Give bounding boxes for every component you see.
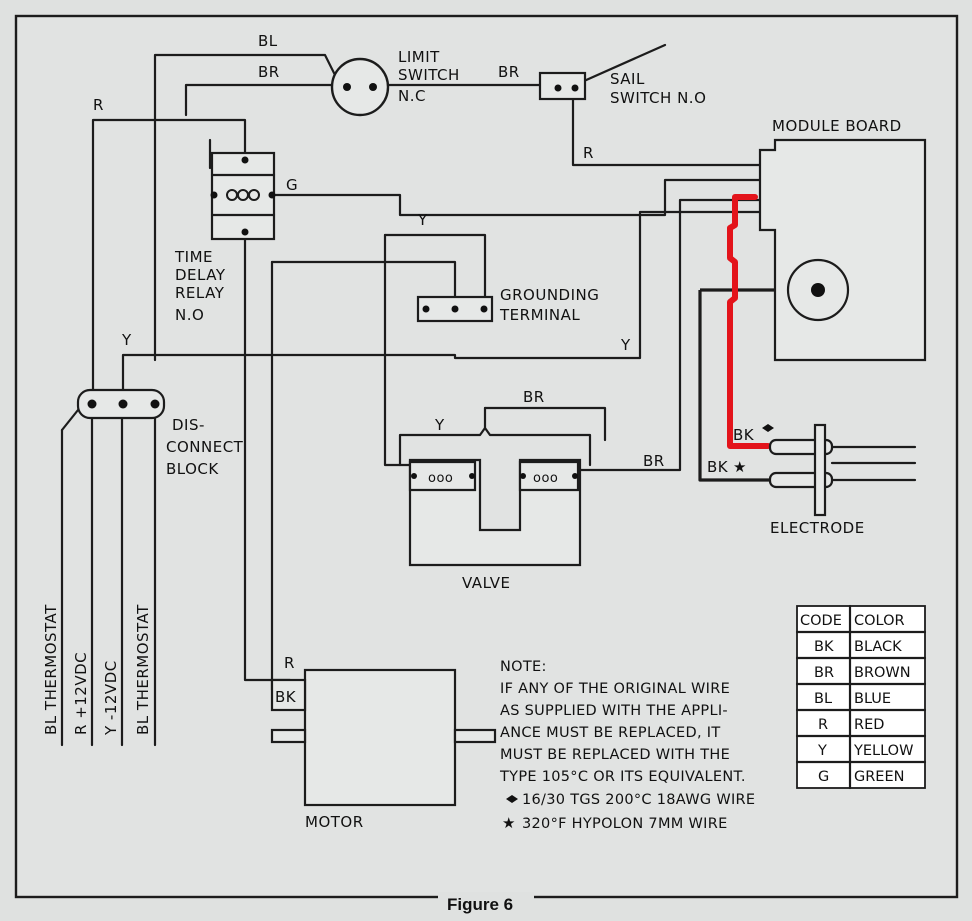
wire-label-y-ground: Y (417, 211, 428, 229)
electrode (768, 423, 917, 517)
lead-label-bl-thermostat-1: BL THERMOSTAT (42, 604, 60, 735)
note-line-2: IF ANY OF THE ORIGINAL WIRE (500, 681, 730, 697)
figure-caption: Figure 6 (447, 895, 513, 914)
caption-background (438, 892, 534, 914)
limit-switch-label-2: SWITCH (398, 66, 460, 84)
diamond-icon (762, 424, 774, 432)
relay-label-2: DELAY (175, 266, 226, 284)
wire-label-bk-diamond: BK (733, 426, 755, 444)
wire-label-motor-bk: BK (275, 688, 297, 706)
wire-label-y-left: Y (121, 331, 132, 349)
disconnect-label-1: DIS- (172, 416, 205, 434)
wire-label-y-main: Y (620, 336, 631, 354)
disconnect-label-3: BLOCK (166, 460, 219, 478)
note-diamond-icon (506, 795, 518, 803)
sail-switch-label-1: SAIL (610, 70, 645, 88)
table-header-color: COLOR (854, 613, 905, 629)
lead-label-y-12vdc: Y -12VDC (102, 660, 120, 736)
limit-switch-label-1: LIMIT (398, 48, 440, 66)
module-board-label: MODULE BOARD (772, 117, 902, 135)
table-code-cell: BK (814, 639, 834, 655)
note-star-spec: 320°F HYPOLON 7MM WIRE (522, 816, 728, 832)
relay-label-4: N.O (175, 306, 204, 324)
sail-switch-label-2: SWITCH N.O (610, 89, 706, 107)
wire-label-br-valve-top: BR (523, 388, 545, 406)
table-color-cell: BLACK (854, 639, 902, 655)
relay-label-1: TIME (174, 248, 213, 266)
wire-label-bl-top: BL (258, 32, 278, 50)
table-color-cell: YELLOW (853, 743, 913, 759)
wire-label-y-valve: Y (434, 416, 445, 434)
grounding-terminal (416, 295, 494, 323)
star-icon: ★ (733, 458, 746, 476)
valve-label: VALVE (462, 574, 511, 592)
sail-switch (538, 71, 587, 101)
svg-text:ooo: ooo (428, 471, 453, 486)
limit-switch-label-3: N.C (398, 87, 426, 105)
motor (270, 668, 497, 807)
table-code-cell: G (818, 769, 829, 785)
svg-text:ooo: ooo (533, 471, 558, 486)
wire-label-r-left: R (93, 96, 104, 114)
valve: ooo ooo (408, 458, 582, 567)
table-code-cell: BR (814, 665, 834, 681)
lead-label-r-12vdc: R +12VDC (72, 652, 90, 735)
note-line-4: ANCE MUST BE REPLACED, IT (500, 725, 721, 741)
module-board (758, 138, 927, 362)
lead-label-bl-thermostat-2: BL THERMOSTAT (134, 604, 152, 735)
note-line-5: MUST BE REPLACED WITH THE (500, 747, 730, 763)
wire-label-bk-star: BK (707, 458, 729, 476)
table-code-cell: Y (817, 743, 827, 759)
wire-label-g: G (286, 176, 298, 194)
grounding-label-1: GROUNDING (500, 286, 599, 304)
wire-label-motor-r: R (284, 654, 295, 672)
color-code-table: CODE COLOR BK BLACK BR BROWN BL BLUE R R… (795, 604, 927, 790)
disconnect-label-2: CONNECT (166, 438, 244, 456)
electrode-label: ELECTRODE (770, 519, 865, 537)
note-star-icon: ★ (502, 814, 515, 832)
wire-label-r-sail: R (583, 144, 594, 162)
note-line-1: NOTE: (500, 659, 547, 675)
highlighted-bk-wire (727, 194, 771, 449)
limit-switch (330, 57, 390, 117)
wire-label-br-sail: BR (498, 63, 520, 81)
table-color-cell: BROWN (854, 665, 911, 681)
table-color-cell: RED (854, 717, 884, 733)
time-delay-relay (210, 151, 276, 241)
table-color-cell: GREEN (854, 769, 904, 785)
note-line-3: AS SUPPLIED WITH THE APPLI- (500, 703, 728, 719)
note-line-6: TYPE 105°C OR ITS EQUIVALENT. (499, 769, 746, 785)
relay-label-3: RELAY (175, 284, 225, 302)
grounding-label-2: TERMINAL (499, 306, 580, 324)
motor-label: MOTOR (305, 813, 364, 831)
table-header-code: CODE (800, 613, 842, 629)
note-diamond-spec: 16/30 TGS 200°C 18AWG WIRE (522, 792, 755, 808)
disconnect-block (76, 388, 166, 420)
note-block: NOTE: IF ANY OF THE ORIGINAL WIRE AS SUP… (499, 659, 755, 832)
wire-label-br-top: BR (258, 63, 280, 81)
table-color-cell: BLUE (854, 691, 891, 707)
table-code-cell: R (818, 717, 828, 733)
table-code-cell: BL (814, 691, 832, 707)
wire-label-br-valve-right: BR (643, 452, 665, 470)
